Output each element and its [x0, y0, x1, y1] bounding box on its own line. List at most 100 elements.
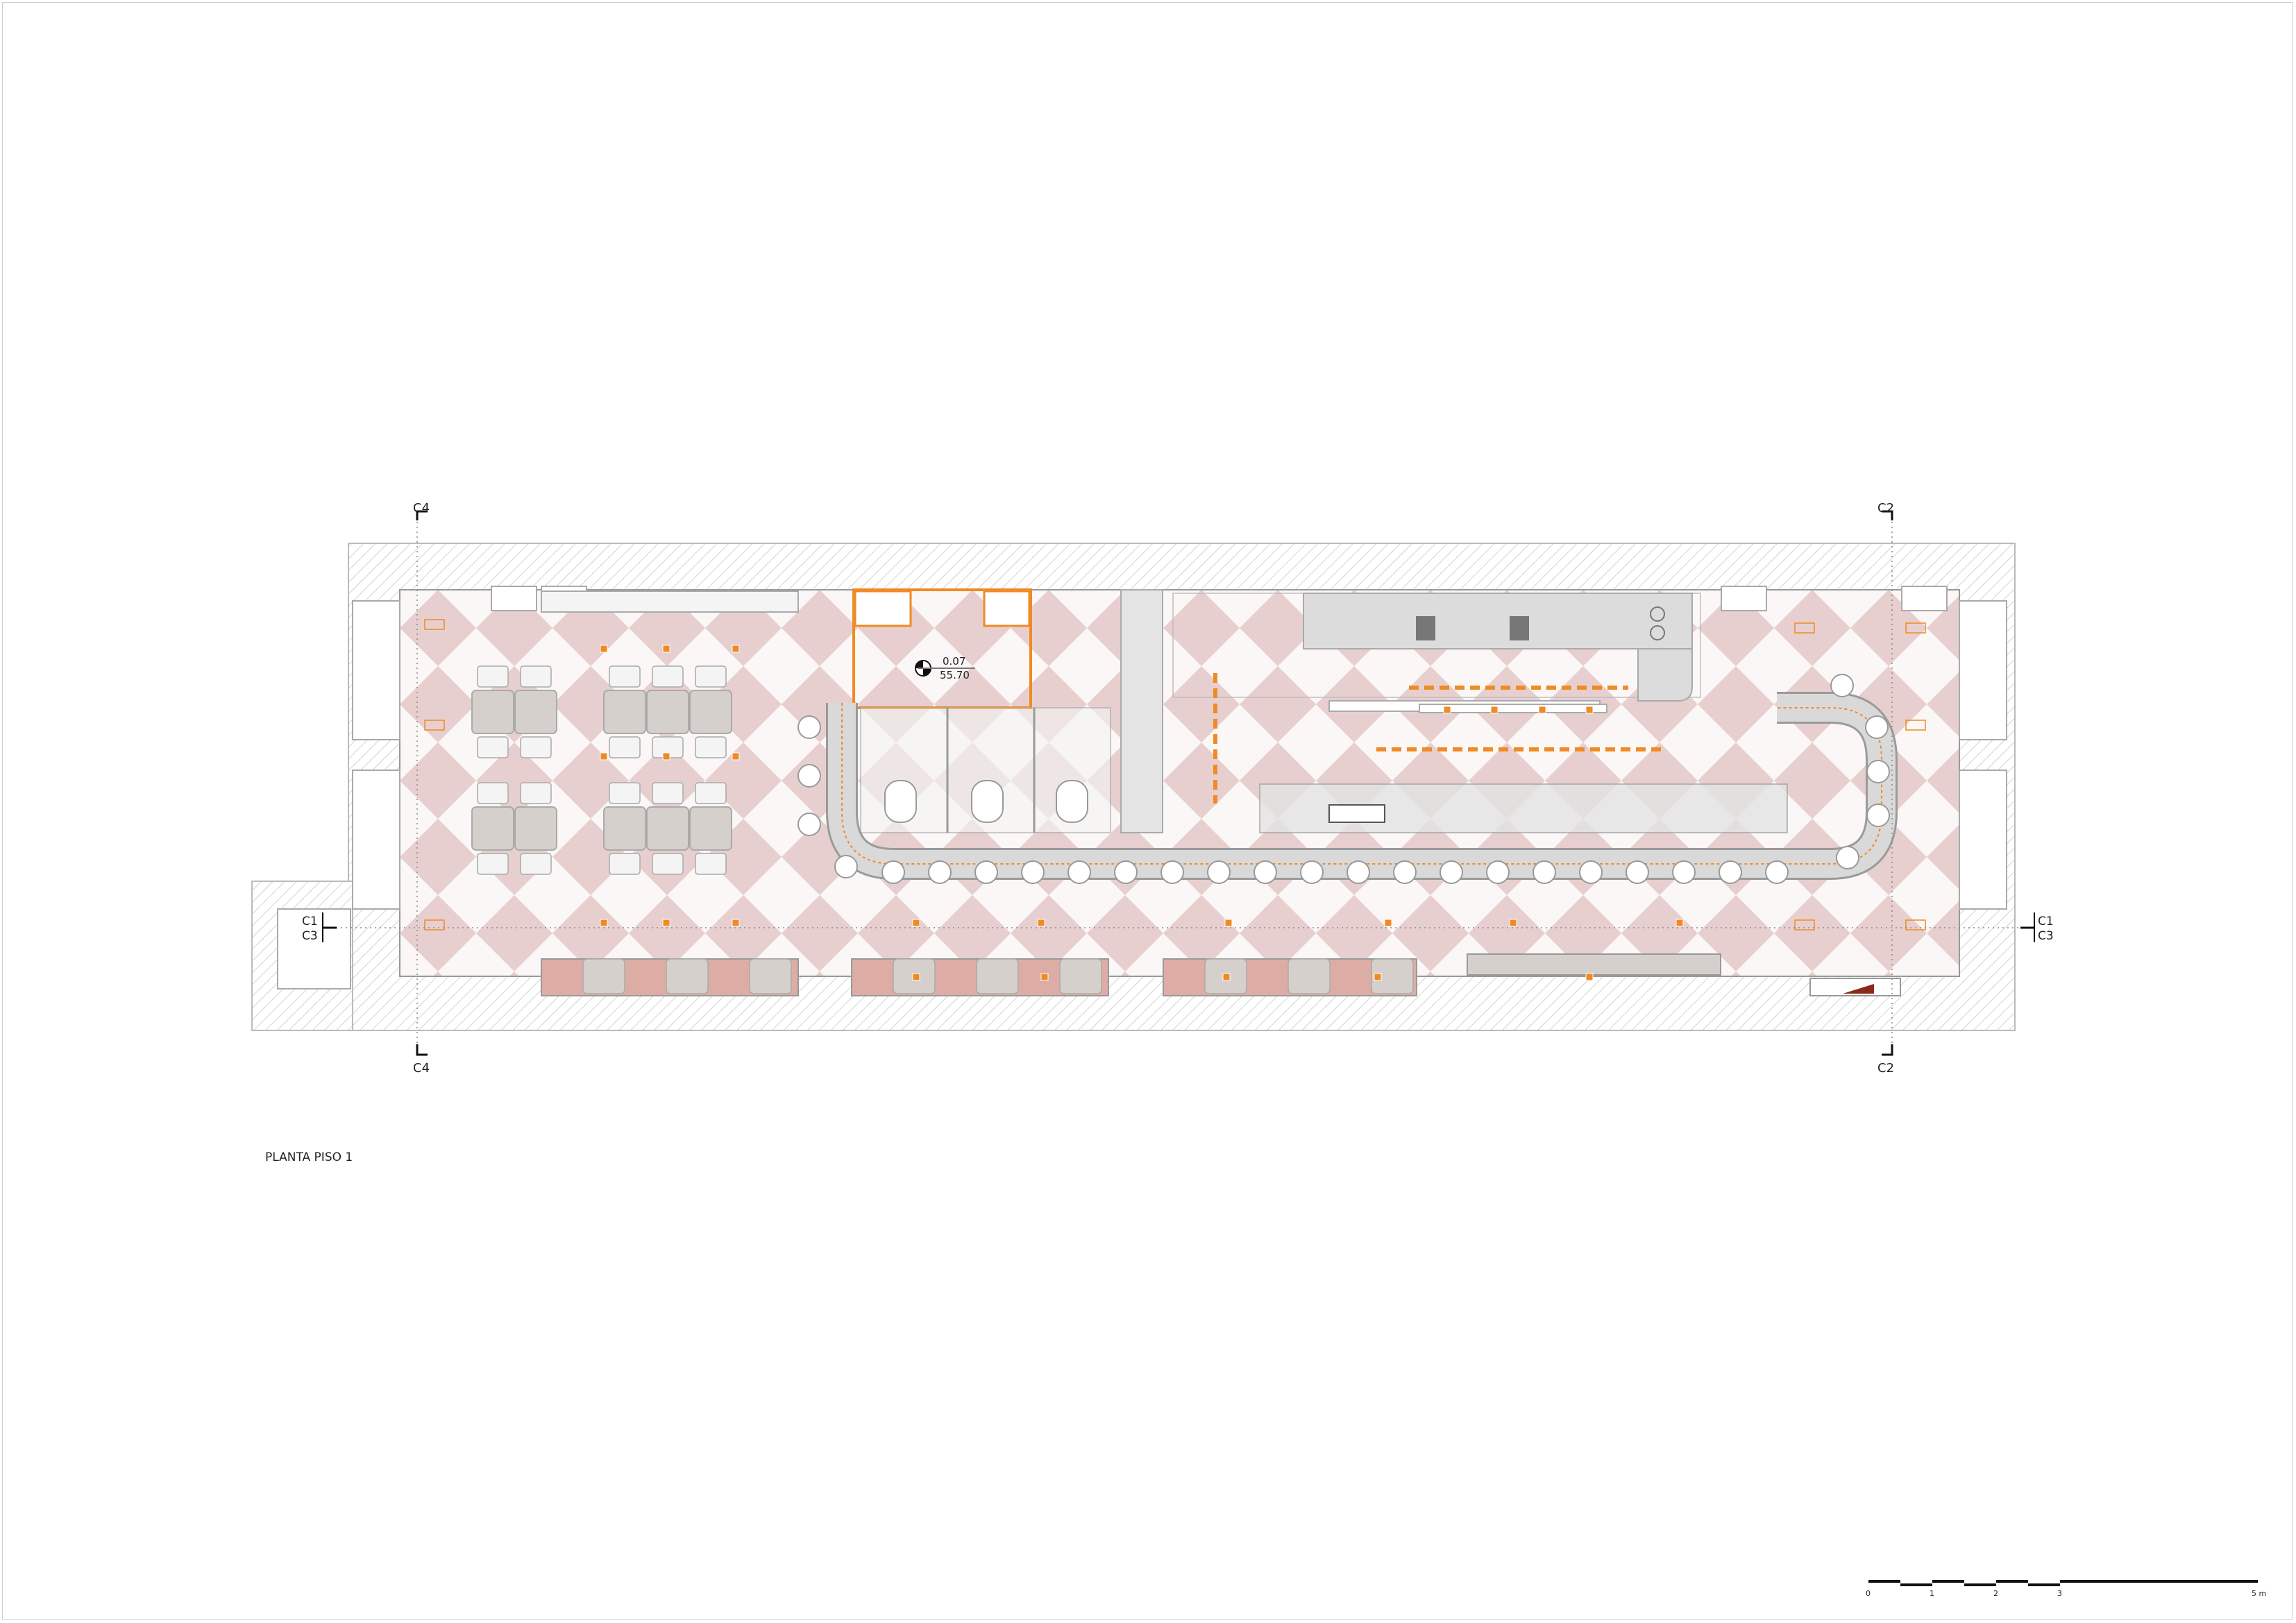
ceiling-light-icon — [1374, 973, 1382, 981]
bar-stool — [1207, 860, 1231, 884]
bar-stool — [1347, 860, 1370, 884]
level-value: 0.07 — [943, 655, 965, 668]
table — [646, 690, 689, 734]
bar-stool — [1393, 860, 1417, 884]
table — [646, 806, 689, 851]
chair — [695, 853, 727, 875]
bar-stool — [1486, 860, 1510, 884]
wall-bench — [541, 590, 799, 613]
svg-text:C3: C3 — [302, 929, 318, 943]
chair — [609, 782, 641, 804]
burner-icon — [1650, 606, 1665, 622]
ceiling-light-icon — [1222, 973, 1231, 981]
bar-stool — [1021, 860, 1045, 884]
ceiling-light-icon — [1538, 706, 1546, 714]
restrooms — [852, 588, 1163, 833]
table — [689, 690, 732, 734]
chair — [652, 782, 684, 804]
bar-stool — [797, 813, 821, 836]
bar-stool — [1579, 860, 1603, 884]
table — [603, 690, 646, 734]
wall-light-icon — [1905, 622, 1926, 634]
bar-stool — [1719, 860, 1742, 884]
windows — [352, 586, 2007, 910]
table — [514, 690, 557, 734]
svg-text:1: 1 — [1930, 1589, 1934, 1598]
window — [352, 600, 400, 740]
svg-text:2: 2 — [1993, 1589, 1998, 1598]
ceiling-light-icon — [1037, 919, 1045, 927]
drawing-title: PLANTA PISO 1 — [265, 1150, 353, 1164]
bar-stool — [834, 855, 858, 878]
bar-stools — [797, 674, 1890, 884]
table — [471, 690, 514, 734]
bar-stool — [797, 764, 821, 788]
ceiling-light-icon — [600, 645, 608, 653]
window — [1721, 586, 1767, 611]
wall-light-icon — [1905, 919, 1926, 931]
svg-text:C2: C2 — [1877, 1061, 1894, 1076]
sink-icon — [1328, 804, 1385, 823]
bar-stool — [1533, 860, 1556, 884]
ceiling-light-icon — [662, 752, 670, 760]
svg-text:5 m: 5 m — [2252, 1589, 2266, 1598]
svg-text:0: 0 — [1866, 1589, 1871, 1598]
chair — [520, 736, 552, 758]
stair-icon — [1843, 984, 1874, 994]
window — [1959, 600, 2007, 740]
chair — [695, 782, 727, 804]
section-marker-c1-c3-left: C1 C3 — [302, 912, 337, 943]
bar-stool — [1866, 804, 1890, 827]
ceiling-light-icon — [1585, 973, 1594, 981]
chair — [695, 665, 727, 688]
ceiling-light-icon — [1040, 973, 1049, 981]
toilet-icon — [884, 780, 917, 823]
bar-stool — [1866, 760, 1890, 783]
banquette-cushion — [1059, 958, 1102, 994]
chair — [695, 736, 727, 758]
toilet-icon — [971, 780, 1004, 823]
banquette-cushion — [1371, 958, 1414, 994]
chair — [609, 736, 641, 758]
banquette-cushion — [582, 958, 625, 994]
chair — [520, 665, 552, 688]
ceiling-light-icon — [912, 919, 920, 927]
ceiling-light-icon — [1443, 706, 1451, 714]
window — [352, 770, 400, 910]
linear-lights — [1213, 673, 1662, 804]
ceiling-light-icon — [662, 919, 670, 927]
svg-text:3: 3 — [2057, 1589, 2062, 1598]
section-marker-c4-bottom: C4 — [413, 1044, 430, 1076]
svg-text:C2: C2 — [1877, 501, 1894, 516]
wall-light-icon — [1794, 919, 1815, 931]
table — [471, 806, 514, 851]
table — [689, 806, 732, 851]
bar-stool — [928, 860, 952, 884]
scale-bar: 0 1 2 3 5 m — [1866, 1580, 2266, 1598]
window — [1901, 586, 1948, 611]
wall-light-icon — [424, 919, 445, 931]
bar-stool — [1253, 860, 1277, 884]
svg-text:C3: C3 — [2038, 929, 2054, 943]
wall-light-icon — [424, 619, 445, 630]
bar-stool — [1865, 715, 1889, 739]
section-marker-c1-c3-right: C1 C3 — [2020, 912, 2054, 943]
section-marker-c4-top: C4 — [413, 501, 430, 520]
table — [603, 806, 646, 851]
appliance — [1416, 616, 1435, 640]
chair — [477, 736, 509, 758]
svg-text:C1: C1 — [302, 915, 318, 928]
chair — [477, 782, 509, 804]
partition-wall — [1120, 589, 1163, 833]
chair — [520, 853, 552, 875]
bar-stool — [1626, 860, 1649, 884]
bar-stool — [1765, 860, 1789, 884]
window — [1959, 770, 2007, 910]
wall-light-icon — [1905, 720, 1926, 731]
section-lines — [326, 517, 2034, 1055]
section-marker-c2-top: C2 — [1877, 501, 1894, 520]
chair — [477, 853, 509, 875]
bar-stool — [1830, 674, 1854, 697]
bar-stool — [1836, 846, 1859, 869]
